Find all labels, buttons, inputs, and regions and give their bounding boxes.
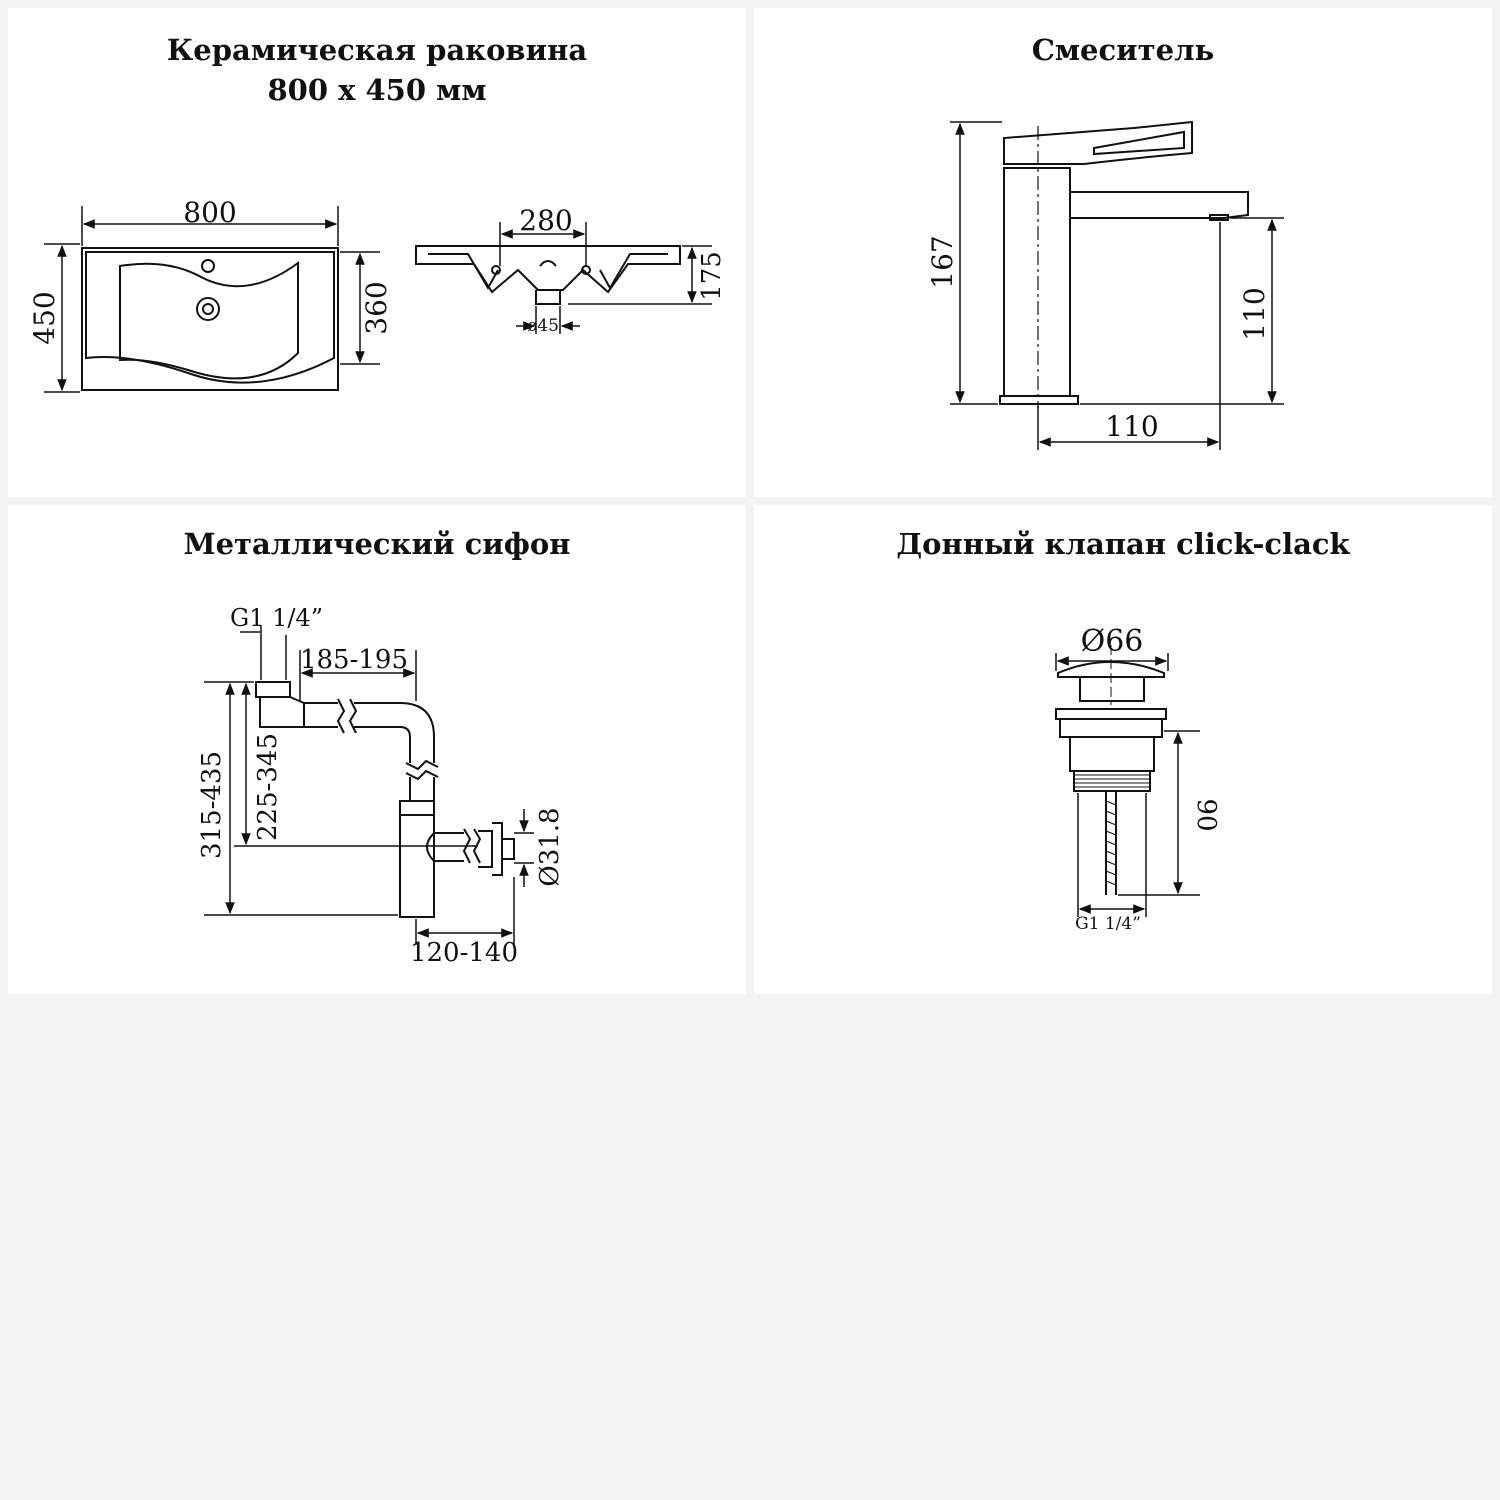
siphon-offset-label: 185-195 (300, 645, 408, 675)
sink-title-line2: 800 x 450 мм (267, 73, 487, 107)
siphon-drawing: G1 1/4” 185-195 315-435 225-345 Ø31.8 12… (197, 604, 565, 968)
sink-top-view (81, 247, 339, 391)
sink-drawing: 800 450 360 280 175 ø45 (28, 196, 727, 393)
siphon-body (255, 681, 515, 918)
valve-body (1055, 645, 1167, 895)
valve-diameter-label: Ø66 (1081, 624, 1144, 659)
valve-title-text: Донный клапан click-clack (896, 527, 1350, 561)
valve-panel: Донный клапан click-clack (754, 505, 1492, 994)
siphon-title-text: Металлический сифон (183, 527, 571, 561)
sink-section-dims (499, 222, 712, 334)
sink-depth-label: 450 (28, 291, 61, 344)
mixer-drawing: 167 110 110 (926, 120, 1284, 450)
mixer-body (999, 120, 1249, 408)
valve-drawing: Ø66 90 G1 1/4” (1055, 624, 1221, 934)
siphon-title: Металлический сифон (8, 524, 746, 564)
valve-thread-label: G1 1/4” (1075, 914, 1141, 934)
valve-title: Донный клапан click-clack (754, 524, 1492, 564)
sink-panel: Керамическая раковина 800 x 450 мм (8, 8, 746, 497)
siphon-total-height-label: 315-435 (197, 751, 227, 859)
mixer-height-label: 167 (926, 235, 959, 288)
sink-height-label: 175 (697, 251, 727, 301)
siphon-inlet-height-label: 225-345 (253, 733, 283, 841)
siphon-dim-lines (204, 625, 534, 945)
mixer-spout-reach-label: 110 (1105, 410, 1158, 443)
sink-title: Керамическая раковина 800 x 450 мм (8, 30, 746, 110)
sink-title-line1: Керамическая раковина (166, 33, 588, 67)
mixer-title-text: Смеситель (1031, 33, 1215, 67)
valve-length-label: 90 (1191, 798, 1221, 831)
siphon-depth-label: 120-140 (410, 938, 518, 968)
siphon-panel: Металлический сифон (8, 505, 746, 994)
mixer-spout-height-label: 110 (1238, 287, 1271, 340)
sink-width-label: 800 (183, 196, 236, 229)
mixer-panel: Смеситель 167 110 (754, 8, 1492, 497)
mixer-dim-lines (950, 121, 1284, 450)
sink-bowl-depth-label: 360 (360, 281, 393, 334)
sink-section-view (415, 245, 681, 305)
siphon-outlet-diameter-label: Ø31.8 (535, 807, 565, 886)
valve-dim-lines (1055, 653, 1200, 917)
siphon-thread-label: G1 1/4” (230, 604, 323, 632)
sink-drain-label: ø45 (527, 316, 559, 336)
sink-dim-lines (44, 206, 380, 393)
valve-thread-lines (1074, 774, 1150, 886)
sink-tap-spacing-label: 280 (519, 204, 572, 237)
mixer-title: Смеситель (754, 30, 1492, 70)
